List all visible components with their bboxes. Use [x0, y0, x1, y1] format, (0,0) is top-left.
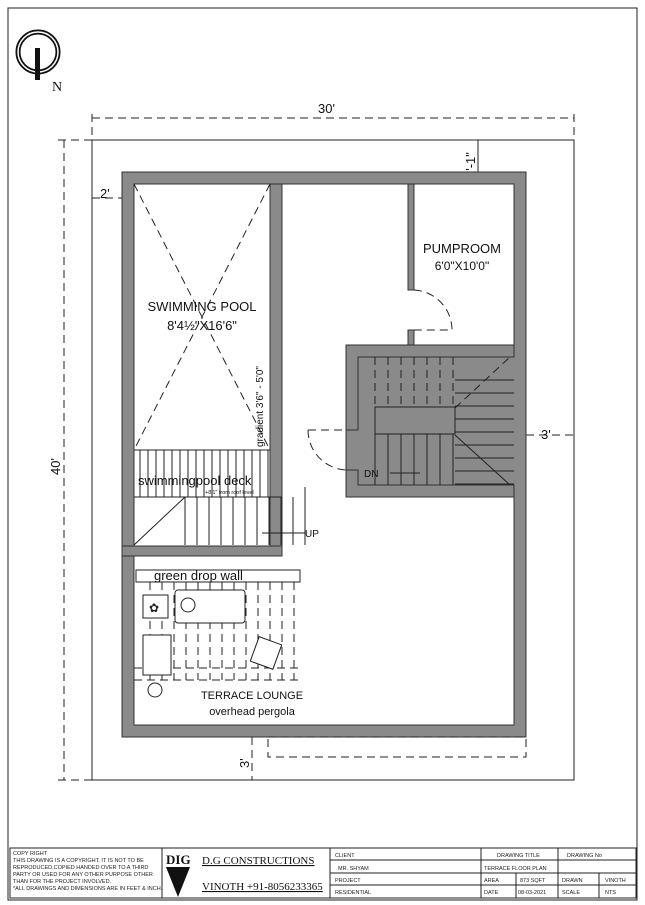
lounge-name: TERRACE LOUNGE: [201, 690, 303, 702]
deck-name: swimmingpool deck: [138, 473, 252, 488]
pumproom-door[interactable]: [413, 289, 453, 331]
copyright-line: *ALL DRAWINGS AND DIMENSIONS ARE IN FEET…: [13, 886, 163, 892]
stairs-down[interactable]: [374, 357, 514, 485]
copyright-line: REPRODUCED,COPIED HANDED OVER TO A THIRD: [13, 865, 148, 871]
copyright-line: THAN FOR THE PROJECT INVOLVED.: [13, 879, 112, 885]
green-drop-wall: [135, 569, 301, 583]
width-dimension: 30': [318, 101, 335, 116]
pumproom-name: PUMPROOM: [423, 241, 501, 256]
stair-diagonal: [133, 496, 186, 546]
company-logo: DIG: [166, 852, 191, 897]
project-value: RESIDENTIAL: [335, 890, 371, 896]
pool-size: 8'4½"X16'6": [167, 318, 237, 333]
svg-text:DIG: DIG: [166, 852, 191, 867]
copyright-line: THIS DRAWING IS A COPYRIGHT. IT IS NOT T…: [13, 858, 144, 864]
company-contact: VINOTH +91-8056233365: [202, 881, 323, 893]
person-icon: [180, 597, 196, 613]
sheet-border: [7, 7, 638, 901]
copyright-line: PARTY OR USED FOR ANY OTHER PURPOSE OTHE…: [13, 872, 153, 878]
pool-gradient: gradient 3'6" - 5'0": [255, 366, 266, 447]
date-value: 08-03-2021: [518, 890, 546, 896]
north-label: N: [52, 80, 62, 95]
company-name: D.G CONSTRUCTIONS: [202, 855, 314, 867]
deck-planks: [134, 450, 282, 498]
drawing-title-label: DRAWING TITLE: [497, 853, 540, 859]
rear-ledge: [267, 736, 527, 758]
drawn-value: VINOTH: [605, 878, 626, 884]
lounge-note: overhead pergola: [209, 706, 296, 718]
project-label: PROJECT: [335, 878, 361, 884]
stairs-up[interactable]: [133, 487, 306, 546]
sofa-icon: [174, 589, 246, 624]
front-setback-dimension: 2': [100, 186, 110, 201]
title-block: COPY RIGHT THIS DRAWING IS A COPYRIGHT. …: [9, 847, 637, 899]
date-label: DATE: [484, 890, 499, 896]
drawing-title-value: TERRACE FLOOR PLAN: [484, 866, 547, 872]
client-label: CLIENT: [335, 853, 355, 859]
area-value: 873 SQFT: [520, 878, 546, 884]
deck-level: +8'1" from roof level: [205, 490, 254, 496]
plant-icon: [142, 594, 169, 619]
armchair-icon: [249, 636, 283, 670]
building-walls: [121, 171, 527, 738]
pool-name: SWIMMING POOL: [147, 299, 256, 314]
pumproom-size: 6'0"X10'0": [435, 259, 489, 273]
site-boundary: [91, 139, 575, 781]
top-setback-dimension: 2'-1": [463, 152, 478, 178]
area-label: AREA: [484, 878, 499, 884]
scale-label: SCALE: [562, 890, 580, 896]
pool-outline: [133, 183, 271, 451]
drawn-label: DRAWN: [562, 878, 583, 884]
stairs-up-label: UP: [305, 529, 319, 540]
stairs-down-label: DN: [364, 469, 378, 480]
copyright-title: COPY RIGHT: [13, 851, 48, 857]
north-arrow-icon: [15, 29, 61, 80]
stair-door[interactable]: [307, 429, 347, 471]
client-value: MR. SHYAM: [338, 866, 369, 872]
person-icon: [147, 682, 163, 698]
lounge-chair-icon: [142, 634, 172, 676]
lounge-furniture: ✿: [142, 589, 283, 698]
rear-setback-dimension: 3': [237, 758, 252, 768]
scale-value: NTS: [605, 890, 616, 896]
depth-dimension: 40': [48, 458, 63, 475]
svg-text:✿: ✿: [149, 601, 159, 615]
drawing-no-label: DRAWING No: [567, 853, 602, 859]
green-drop-wall-label: green drop wall: [154, 568, 243, 583]
